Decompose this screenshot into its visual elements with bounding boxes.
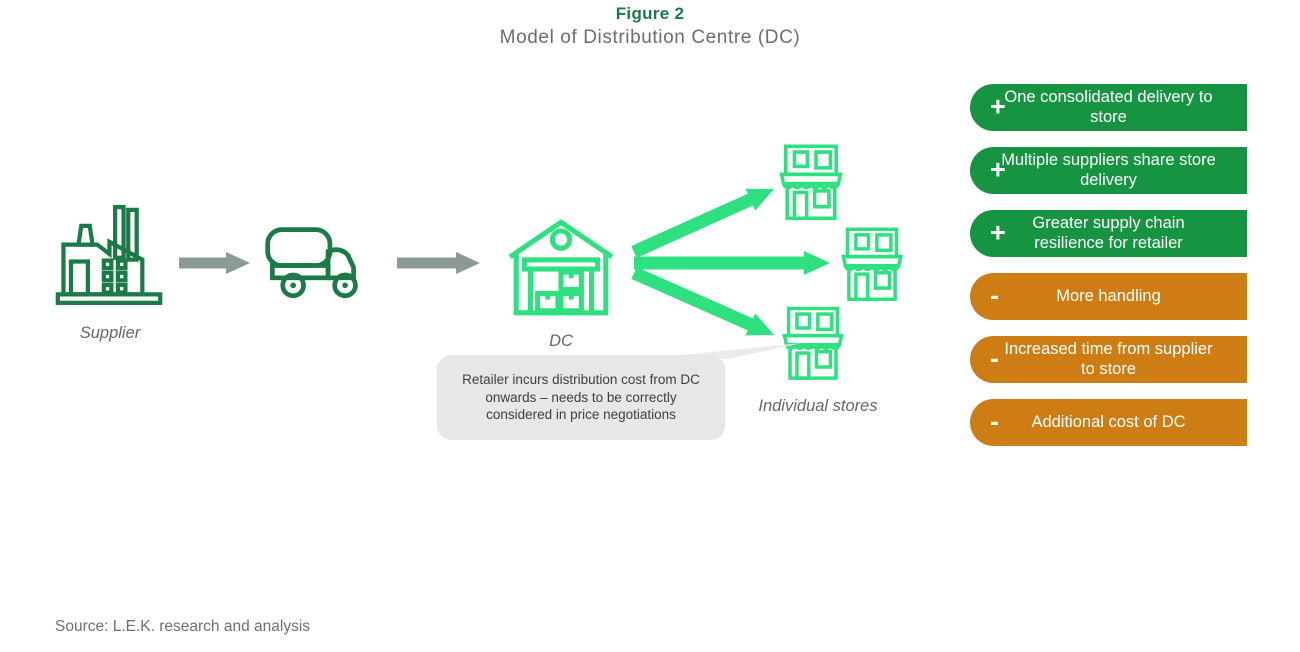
badge-label: One consolidated delivery to store [1004, 88, 1213, 126]
distribution-arrows-icon [631, 188, 830, 336]
factory-icon [55, 204, 163, 305]
pro-badge: + Greater supply chain resilience for re… [970, 210, 1247, 257]
badge-label: Multiple suppliers share store delivery [1001, 151, 1216, 189]
plus-icon: + [990, 153, 1006, 184]
source-note: Source: L.E.K. research and analysis [55, 618, 311, 635]
minus-icon: - [990, 405, 999, 436]
con-badge: - Additional cost of DC [970, 399, 1247, 446]
badge-label: More handling [1056, 286, 1161, 305]
figure-title: Model of Distribution Centre (DC) [499, 27, 801, 48]
pros-cons-list: + One consolidated delivery to store + M… [970, 84, 1247, 446]
minus-icon: - [990, 342, 999, 373]
plus-icon: + [990, 90, 1006, 121]
warehouse-icon [508, 219, 614, 316]
storefront-icon [841, 227, 903, 302]
flow-arrow-icon [397, 252, 480, 274]
pro-badge: + Multiple suppliers share store deliver… [970, 147, 1247, 194]
supplier-label: Supplier [79, 324, 141, 342]
storefront-icon [779, 144, 843, 221]
flow-arrow-icon [179, 252, 250, 274]
callout-text: Retailer incurs distribution cost from D… [462, 371, 700, 423]
plus-icon: + [990, 216, 1006, 247]
storefront-icon [782, 306, 844, 380]
badge-label: Increased time from supplier to store [1004, 340, 1213, 378]
minus-icon: - [990, 279, 999, 310]
callout-note: Retailer incurs distribution cost from D… [437, 355, 725, 440]
stores-label: Individual stores [758, 397, 878, 415]
con-badge: - Increased time from supplier to store [970, 336, 1247, 383]
con-badge: - More handling [970, 273, 1247, 320]
dc-label: DC [549, 332, 573, 350]
badge-label: Greater supply chain resilience for reta… [1032, 214, 1185, 252]
truck-icon [265, 227, 358, 299]
figure-label: Figure 2 [615, 4, 685, 23]
badge-label: Additional cost of DC [1031, 412, 1186, 431]
pro-badge: + One consolidated delivery to store [970, 84, 1247, 131]
